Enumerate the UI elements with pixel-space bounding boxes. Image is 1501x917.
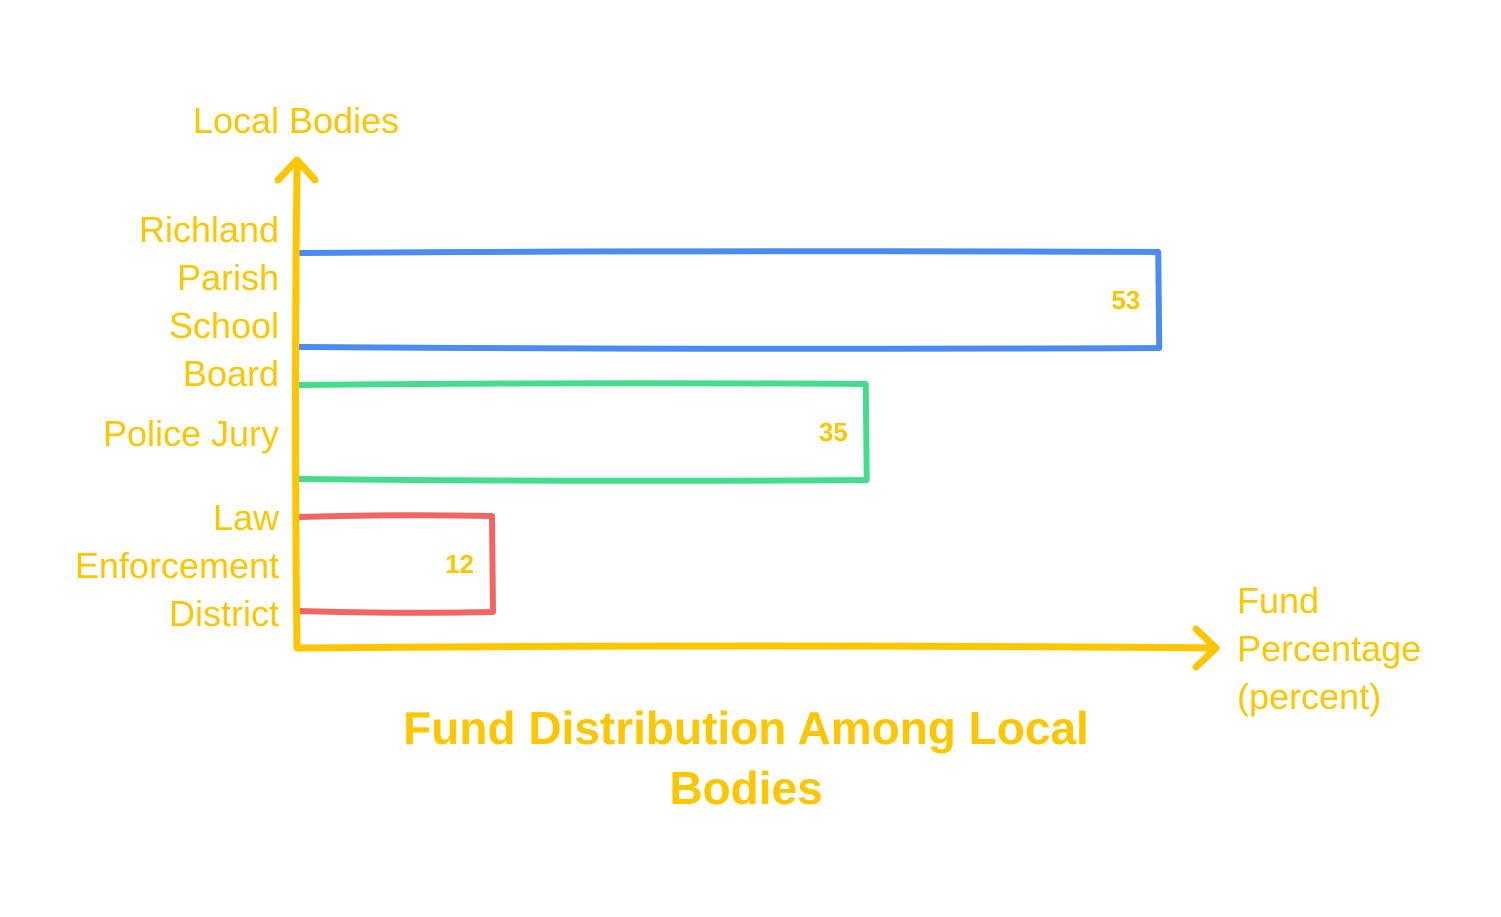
value-label-law-enforcement-district: 12 [445,549,474,579]
bar-law-enforcement-district [296,512,496,616]
y-axis-line [292,164,301,652]
bars-layer [296,248,1163,616]
y-axis-title: Local Bodies [193,100,399,141]
axes-layer [274,156,1220,671]
y-axis-arrowhead [274,156,319,184]
x-axis-line [293,642,1220,652]
bar-police-jury [296,380,870,484]
bar-richland-parish-school-board [296,248,1163,352]
category-label-police-jury: Police Jury [103,413,279,454]
value-label-richland-parish-school-board: 53 [1111,285,1140,315]
x-axis-arrowhead [1192,625,1220,671]
value-label-police-jury: 35 [819,417,848,447]
